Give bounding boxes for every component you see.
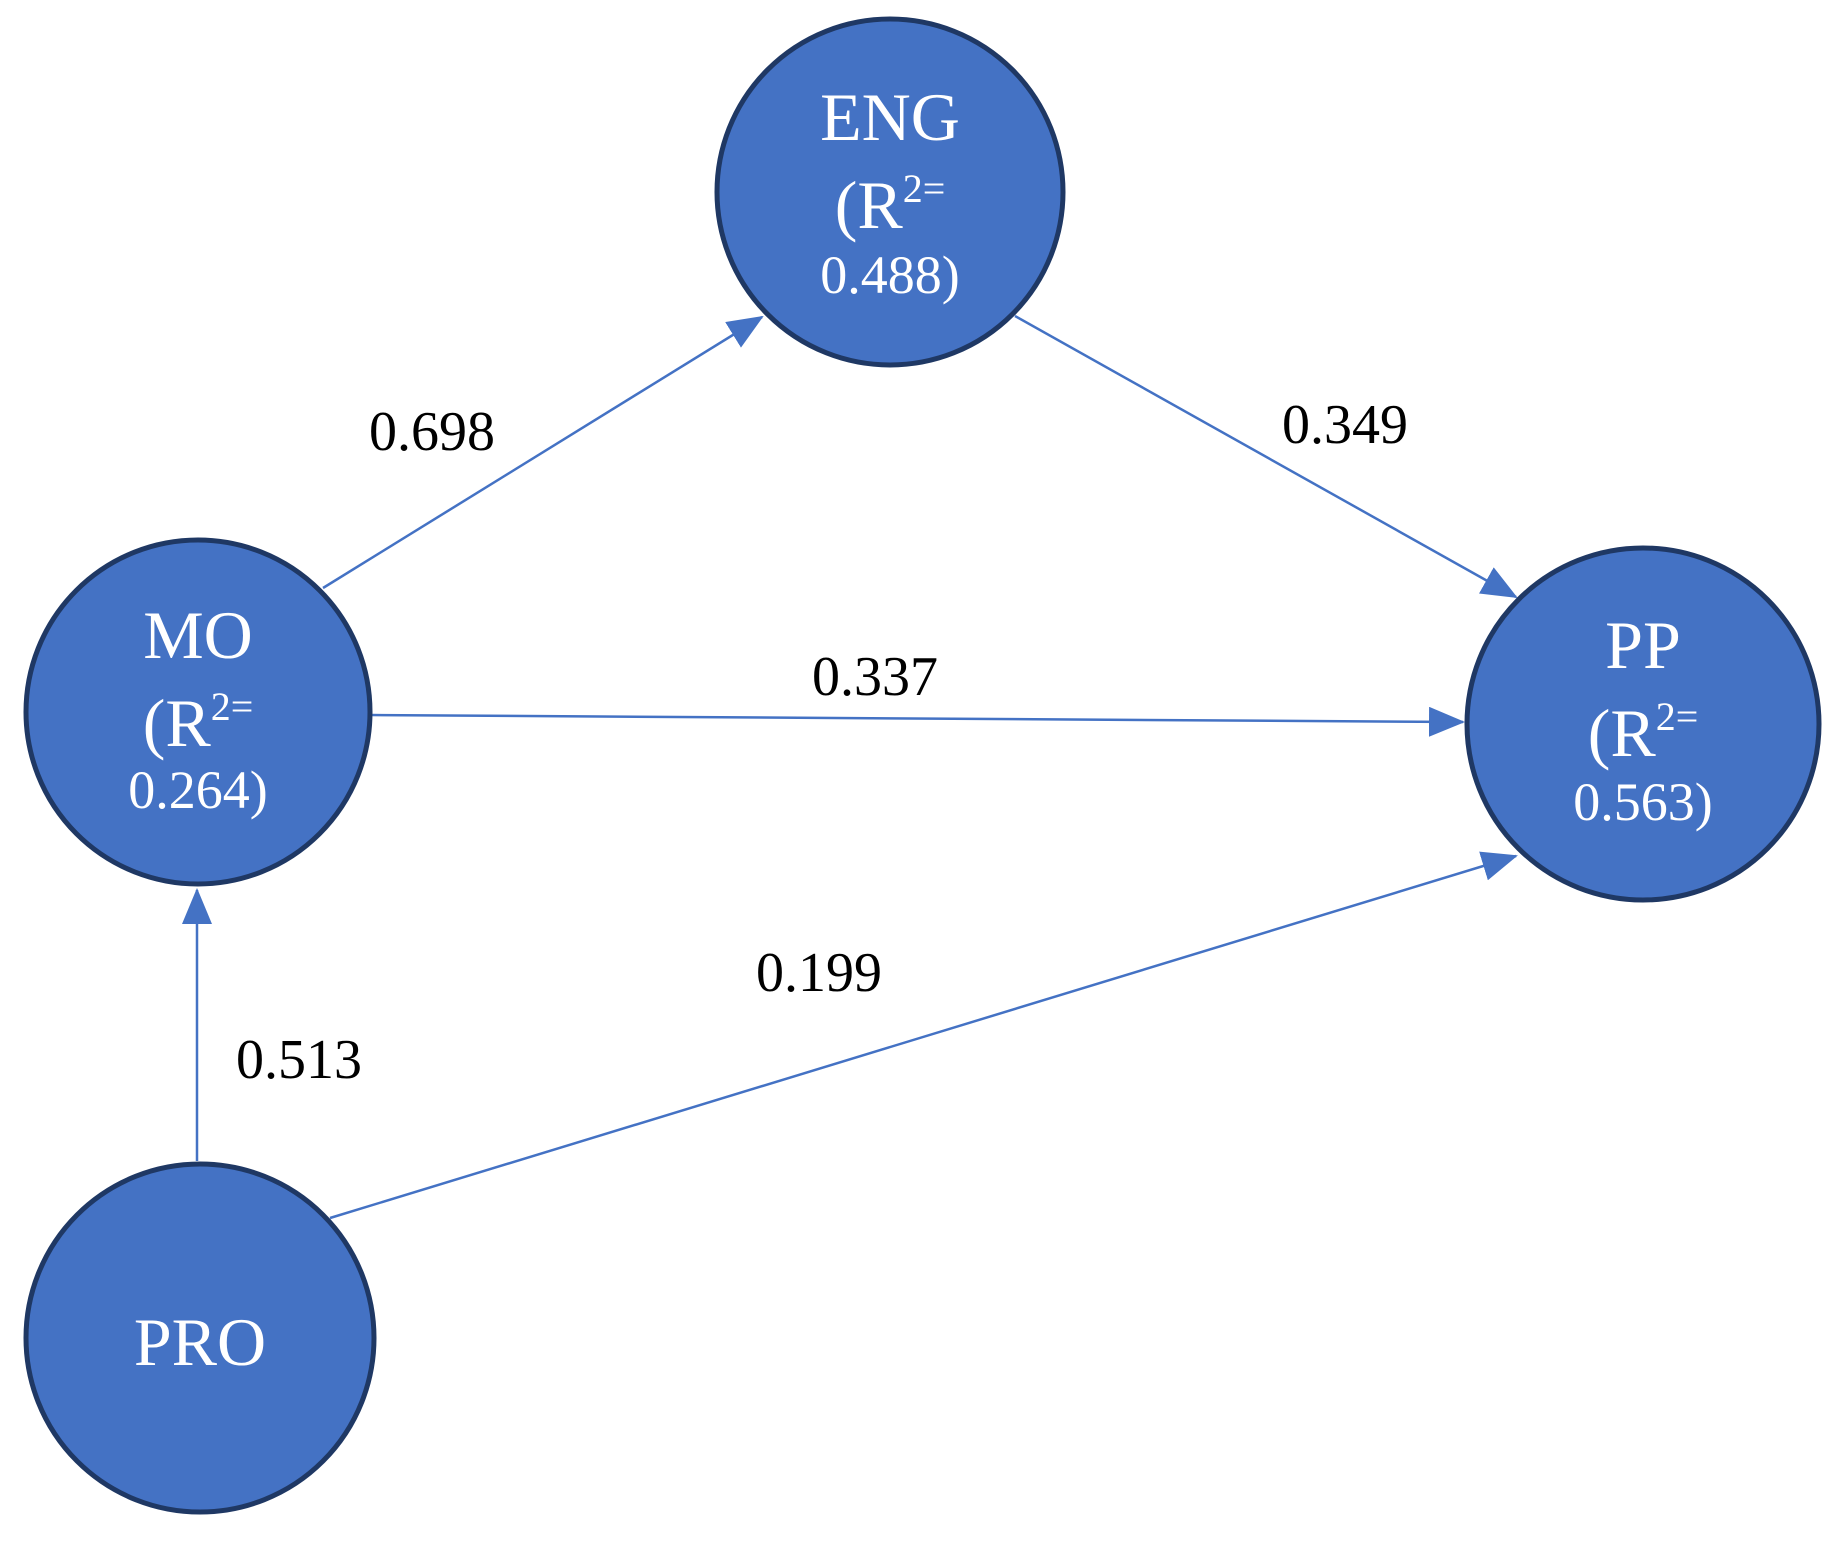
- edge-mo-to-eng: [322, 315, 764, 590]
- node-pp-circle: [1464, 545, 1822, 903]
- node-pro-label: PRO: [134, 1304, 266, 1380]
- node-mo-label: MO: [143, 597, 253, 673]
- edge-label-eng-to-pp: 0.349: [1282, 394, 1408, 456]
- edge-label-mo-to-eng: 0.698: [369, 401, 495, 463]
- node-pro-circle: [23, 1161, 377, 1515]
- node-pp-r2: (R2=: [1588, 694, 1699, 771]
- node-eng-r2: (R2=: [835, 166, 946, 243]
- edges: [182, 314, 1518, 1220]
- node-mo-circle: [23, 537, 373, 887]
- edge-mo-to-pp: [370, 706, 1465, 737]
- node-mo-r2: (R2=: [143, 684, 254, 761]
- node-eng: ENG (R2= 0.488): [714, 16, 1066, 368]
- edge-label-pro-to-pp: 0.199: [756, 942, 882, 1004]
- node-pp-r2-value: 0.563): [1573, 772, 1712, 832]
- node-pro: PRO: [23, 1161, 377, 1515]
- node-mo: MO (R2= 0.264): [23, 537, 373, 887]
- edge-labels: 0.698 0.349 0.337 0.513 0.199: [236, 394, 1408, 1091]
- edge-pro-to-pp: [329, 851, 1518, 1220]
- edge-label-mo-to-pp: 0.337: [812, 646, 938, 708]
- node-eng-r2-value: 0.488): [820, 245, 959, 305]
- node-pp: PP (R2= 0.563): [1464, 545, 1822, 903]
- node-pp-label: PP: [1605, 607, 1681, 683]
- edge-label-pro-to-mo: 0.513: [236, 1029, 362, 1091]
- edge-eng-to-pp: [1014, 314, 1518, 599]
- node-eng-circle: [714, 16, 1066, 368]
- node-mo-r2-value: 0.264): [128, 760, 267, 820]
- node-eng-label: ENG: [820, 79, 960, 155]
